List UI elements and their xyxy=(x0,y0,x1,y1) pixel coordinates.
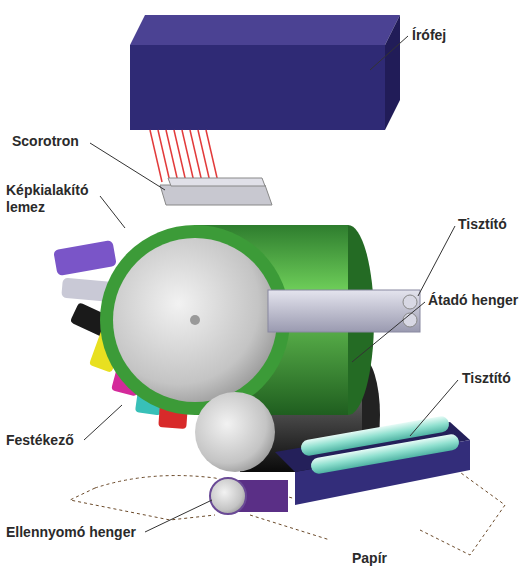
paper-path xyxy=(70,465,505,555)
leader-lines xyxy=(84,36,458,532)
laser-beams xyxy=(150,130,218,182)
part-label: Tisztító xyxy=(462,370,511,387)
transfer-disk xyxy=(195,392,275,472)
part-label: Írófej xyxy=(412,27,446,44)
part-label: Papír xyxy=(352,550,387,567)
blanket-cleaner xyxy=(275,415,470,505)
write-head xyxy=(130,15,400,130)
part-label: Ellennyomó henger xyxy=(6,524,136,541)
impression-roller xyxy=(210,478,288,514)
part-label: Képkialakító lemez xyxy=(6,182,106,216)
part-label: Scorotron xyxy=(12,133,79,150)
part-label: Festékező xyxy=(6,432,74,449)
drum-cleaner xyxy=(268,290,420,332)
part-label: Tisztító xyxy=(458,216,507,233)
scorotron xyxy=(160,178,272,205)
part-label: Átadó henger xyxy=(428,292,518,309)
